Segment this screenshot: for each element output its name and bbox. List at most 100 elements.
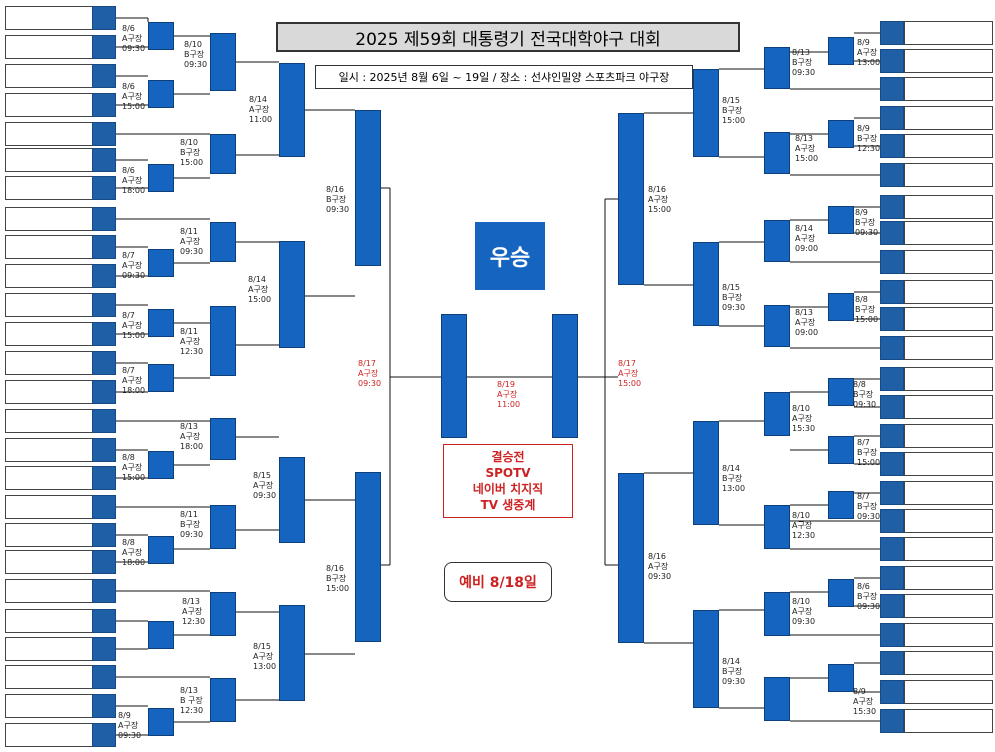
bracket-slot — [148, 621, 174, 649]
game-info: 8/15 B구장 15:00 — [722, 96, 746, 125]
seed-number — [880, 452, 904, 476]
team-name — [5, 723, 94, 747]
team-name — [904, 481, 993, 505]
seed-number — [92, 6, 116, 30]
seed-number — [92, 235, 116, 259]
team-name — [904, 250, 993, 274]
schedule-info: 일시 : 2025년 8월 6일 ~ 19일 / 장소 : 선샤인밀양 스포츠파… — [315, 65, 693, 89]
bracket-slot — [828, 378, 854, 406]
bracket-slot — [279, 457, 305, 543]
bracket-slot — [618, 473, 644, 643]
bracket-slot — [764, 677, 790, 721]
team-name — [5, 380, 94, 404]
team-name — [5, 351, 94, 375]
game-info: 8/7 B구장 15:00 — [857, 438, 881, 467]
team-name — [904, 623, 993, 647]
team-name — [5, 264, 94, 288]
bracket-slot — [279, 605, 305, 701]
team-name — [5, 293, 94, 317]
bracket-slot — [618, 113, 644, 285]
champion-box: 우승 — [475, 222, 545, 290]
team-name — [904, 280, 993, 304]
team-name — [5, 609, 94, 633]
game-info: 8/13 A구장 18:00 — [180, 422, 204, 451]
game-info: 8/10 A구장 09:30 — [792, 597, 816, 626]
game-info: 8/19 A구장 11:00 — [497, 380, 521, 409]
team-name — [904, 77, 993, 101]
team-name — [904, 566, 993, 590]
bracket-slot — [210, 222, 236, 262]
game-info: 8/9 B구장 12:30 — [857, 124, 881, 153]
seed-number — [92, 64, 116, 88]
game-info: 8/10 A구장 12:30 — [792, 511, 816, 540]
seed-number — [92, 293, 116, 317]
game-info: 8/14 A구장 09:00 — [795, 224, 819, 253]
game-info: 8/17 A구장 09:30 — [358, 359, 382, 388]
reserve-day-box: 예비 8/18일 — [444, 562, 552, 602]
game-info: 8/7 A구장 15:00 — [122, 311, 146, 340]
team-name — [5, 6, 94, 30]
bracket-slot — [148, 364, 174, 392]
final-line: TV 생중계 — [480, 498, 536, 512]
team-name — [5, 64, 94, 88]
game-info: 8/15 B구장 09:30 — [722, 283, 746, 312]
team-name — [904, 106, 993, 130]
team-name — [904, 195, 993, 219]
team-name — [5, 93, 94, 117]
seed-number — [880, 221, 904, 245]
bracket-slot — [148, 80, 174, 108]
bracket-slot — [210, 678, 236, 722]
bracket-slot — [148, 309, 174, 337]
game-info: 8/13 B구장 09:30 — [792, 48, 816, 77]
team-name — [5, 579, 94, 603]
seed-number — [880, 594, 904, 618]
game-info: 8/8 A구장 15:00 — [122, 453, 146, 482]
seed-number — [880, 651, 904, 675]
team-name — [5, 665, 94, 689]
bracket-slot — [828, 37, 854, 65]
team-name — [904, 307, 993, 331]
bracket-slot — [693, 610, 719, 708]
seed-number — [92, 35, 116, 59]
seed-number — [880, 395, 904, 419]
game-info: 8/13 A구장 09:00 — [795, 308, 819, 337]
team-name — [5, 148, 94, 172]
bracket-slot — [828, 206, 854, 234]
game-info: 8/8 B구장 09:30 — [853, 380, 877, 409]
bracket-slot — [693, 421, 719, 525]
bracket-slot — [828, 436, 854, 464]
bracket-slot — [693, 242, 719, 326]
seed-number — [92, 93, 116, 117]
team-name — [5, 322, 94, 346]
team-name — [5, 122, 94, 146]
game-info: 8/11 A구장 09:30 — [180, 227, 204, 256]
bracket-slot — [148, 536, 174, 564]
game-info: 8/10 B구장 09:30 — [184, 40, 208, 69]
seed-number — [92, 609, 116, 633]
seed-number — [92, 550, 116, 574]
bracket-slot — [210, 418, 236, 460]
seed-number — [92, 322, 116, 346]
seed-number — [880, 307, 904, 331]
seed-number — [92, 637, 116, 661]
game-info: 8/9 A구장 09:30 — [118, 711, 142, 740]
bracket-slot — [148, 164, 174, 192]
game-info: 8/9 A구장 13:00 — [857, 38, 881, 67]
game-info: 8/6 A구장 09:30 — [122, 24, 146, 53]
seed-number — [92, 694, 116, 718]
game-info: 8/11 A구장 12:30 — [180, 327, 204, 356]
team-name — [904, 336, 993, 360]
seed-number — [92, 723, 116, 747]
seed-number — [92, 122, 116, 146]
team-name — [5, 637, 94, 661]
game-info: 8/8 A구장 18:00 — [122, 538, 146, 567]
bracket-slot — [693, 69, 719, 157]
seed-number — [880, 195, 904, 219]
bracket-slot — [764, 220, 790, 262]
bracket-slot — [210, 306, 236, 376]
seed-number — [880, 709, 904, 733]
final-line: 결승전 — [491, 450, 525, 464]
bracket-slot — [764, 47, 790, 89]
bracket-slot — [552, 314, 578, 438]
